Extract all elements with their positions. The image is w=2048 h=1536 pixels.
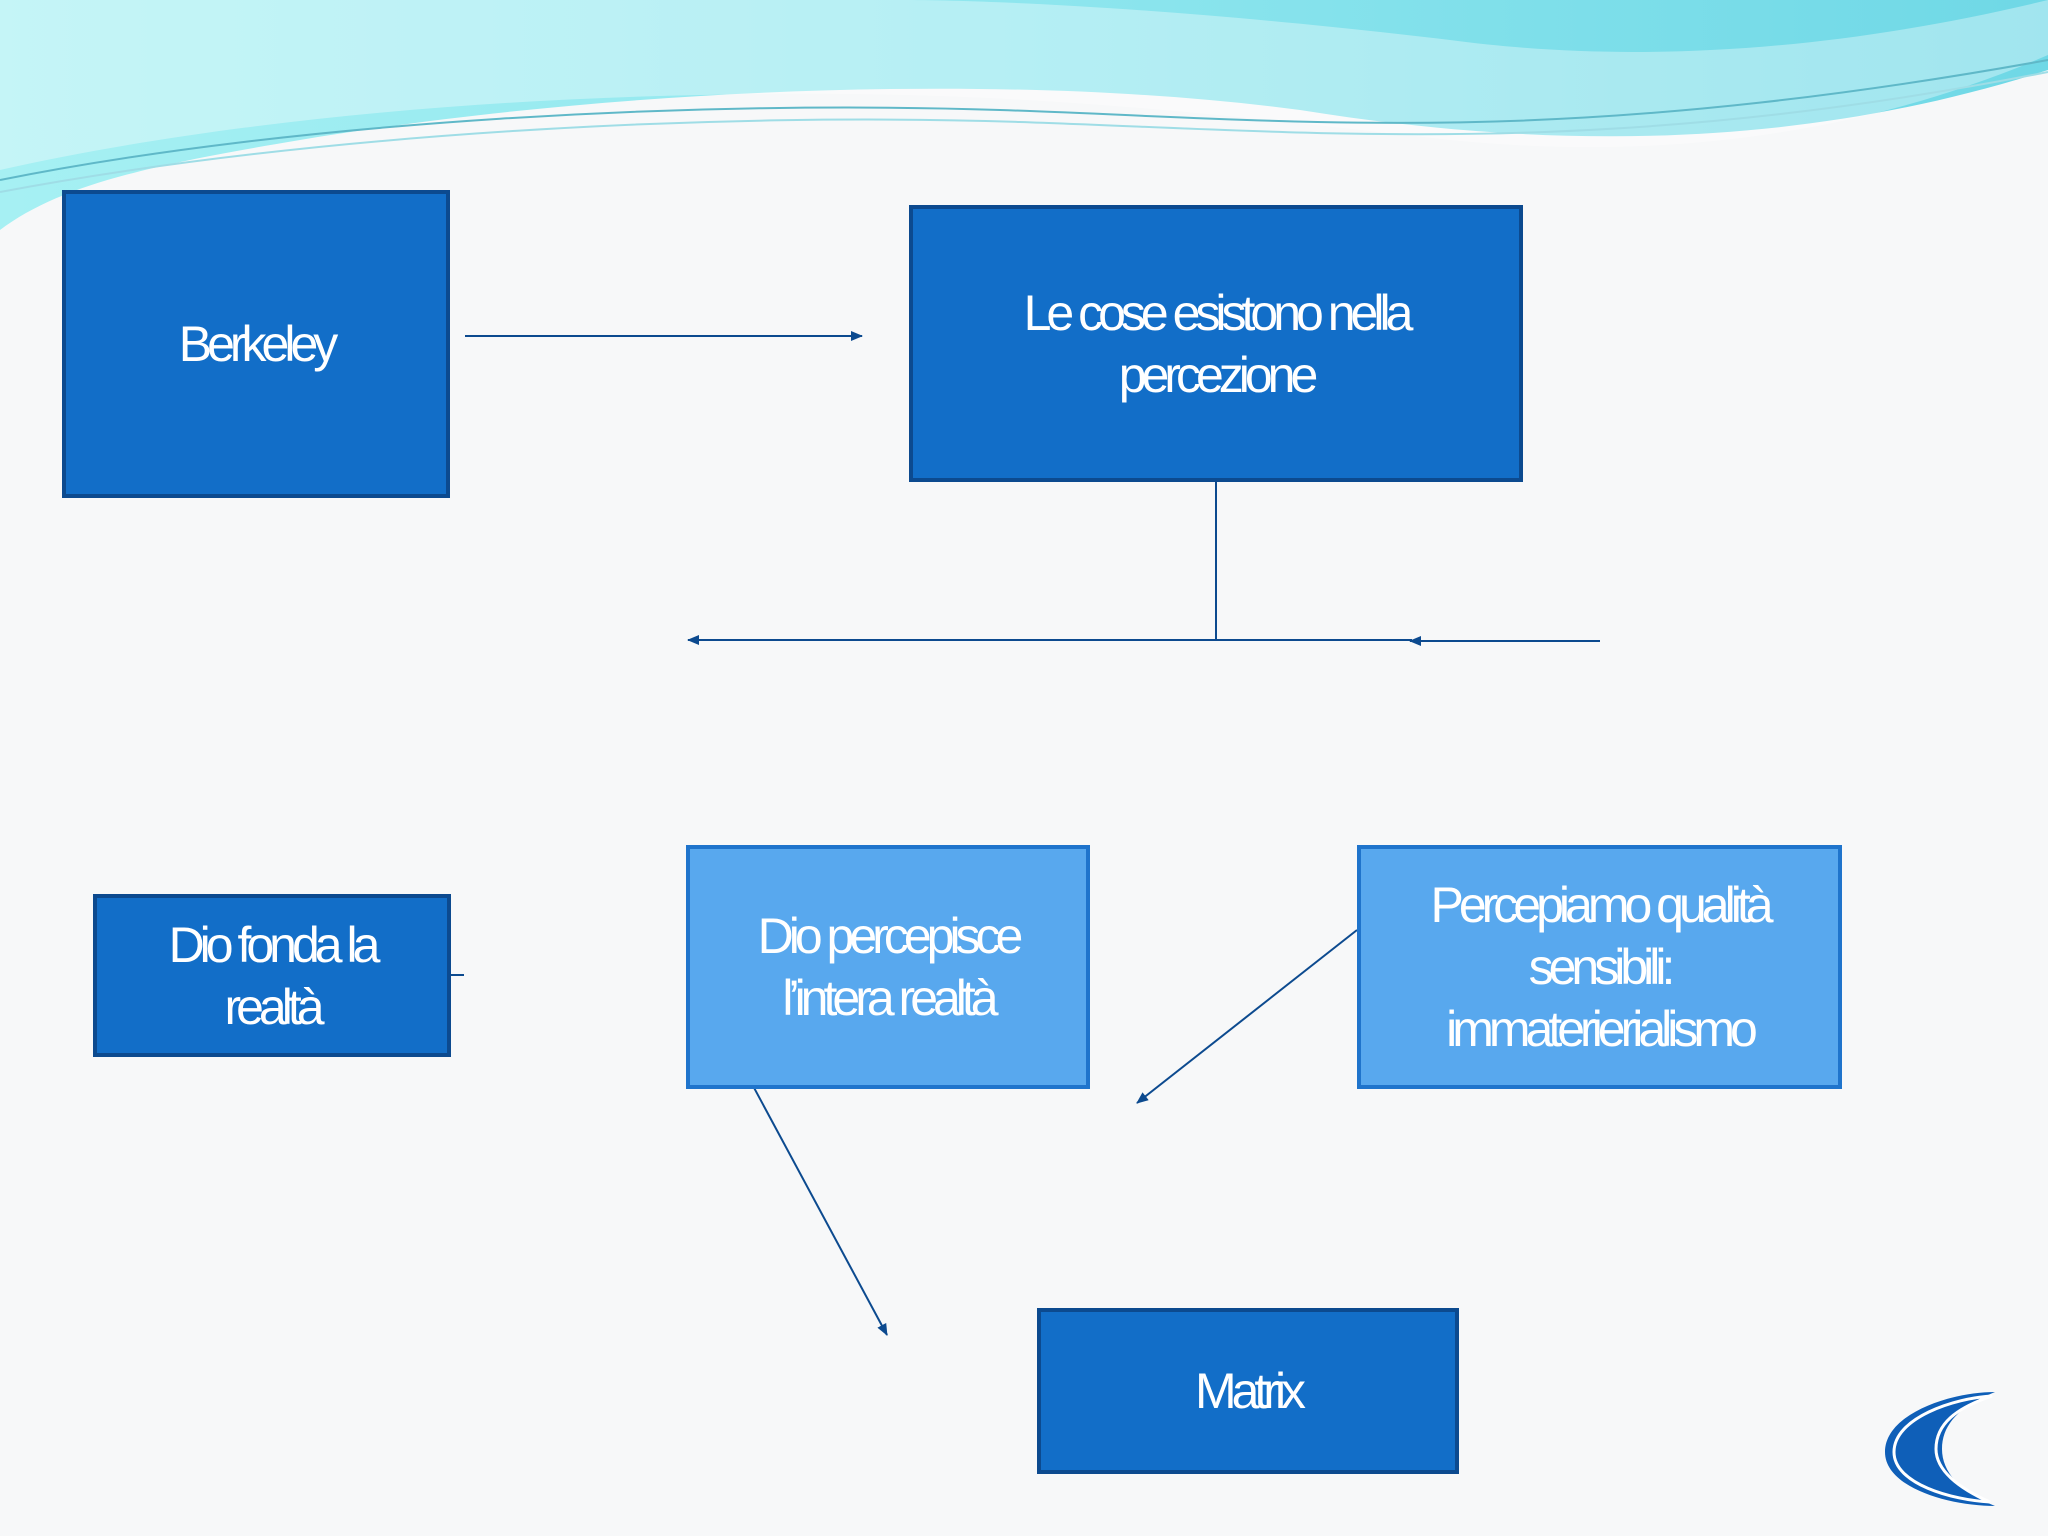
wave-top-band <box>0 0 2048 230</box>
wave-line-1 <box>0 59 2048 181</box>
node-cose-esistono: Le cose esistono nella percezione <box>909 205 1523 482</box>
node-cose-esistono-label: Le cose esistono nella percezione <box>1023 284 1414 403</box>
wave-line-2 <box>0 71 2048 193</box>
node-matrix: Matrix <box>1037 1308 1459 1474</box>
node-percepiamo-label: Percepiamo qualità sensibili: immaterier… <box>1430 877 1773 1057</box>
node-dio-percepisce-label: Dio percepisce l’intera realtà <box>757 908 1024 1026</box>
node-dio-percepisce: Dio percepisce l’intera realtà <box>686 845 1090 1089</box>
crescent-moon-icon <box>1885 1392 1995 1506</box>
node-dio-fonda-label: Dio fonda la realtà <box>168 916 381 1035</box>
node-berkeley: Berkeley <box>62 190 450 498</box>
node-percepiamo: Percepiamo qualità sensibili: immaterier… <box>1357 845 1842 1089</box>
node-matrix-label: Matrix <box>1194 1363 1306 1419</box>
node-dio-fonda: Dio fonda la realtà <box>93 894 451 1057</box>
node-berkeley-label: Berkeley <box>178 316 339 372</box>
arrow-percepiamo-to-center <box>1136 929 1358 1104</box>
wave-white-crest <box>0 0 2048 170</box>
